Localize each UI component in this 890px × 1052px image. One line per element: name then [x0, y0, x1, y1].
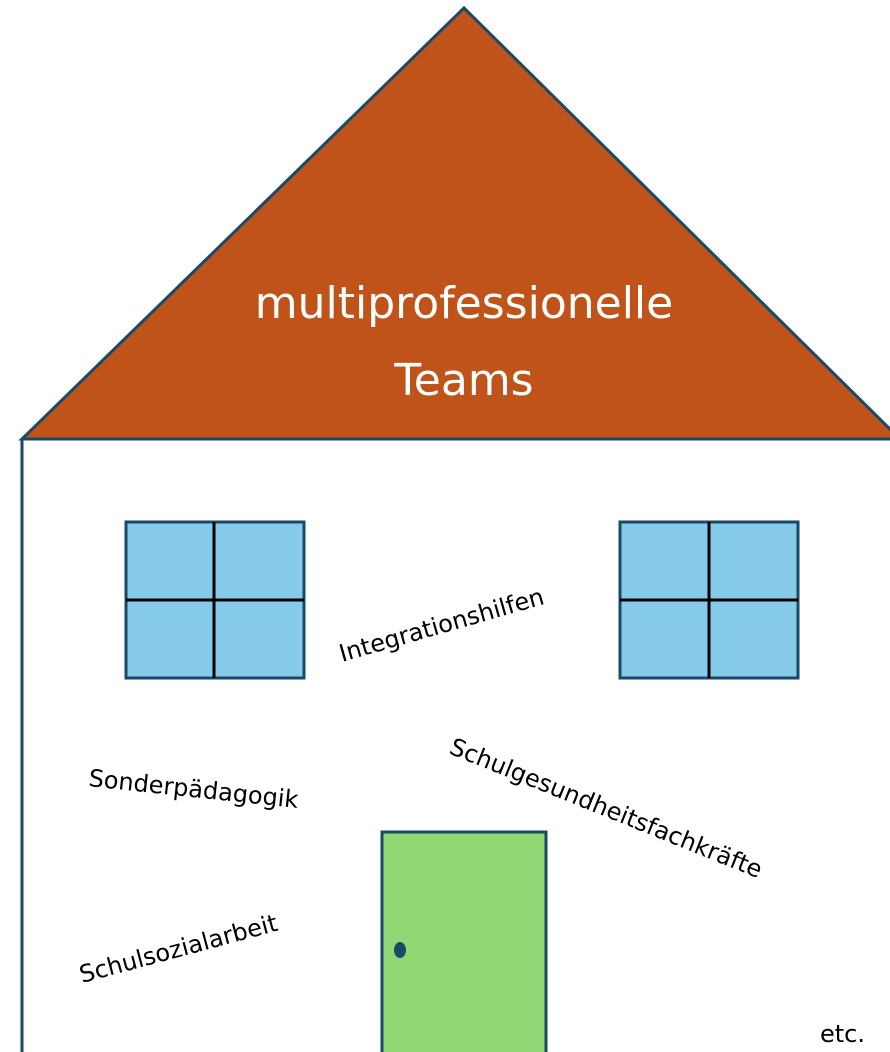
- roof-title-line1: multiprofessionelle: [255, 278, 673, 329]
- label-schulsozialarbeit: Schulsozialarbeit: [76, 909, 280, 989]
- roof: [18, 5, 890, 441]
- label-sonderpaedagogik: Sonderpädagogik: [87, 764, 299, 814]
- label-integrationshilfen: Integrationshilfen: [336, 582, 547, 667]
- door-knob: [394, 942, 406, 958]
- right-window: [618, 520, 800, 680]
- left-window: [124, 520, 306, 680]
- roof-title-line2: Teams: [393, 355, 533, 406]
- door: [380, 830, 548, 1052]
- label-etc: etc.: [820, 1020, 865, 1048]
